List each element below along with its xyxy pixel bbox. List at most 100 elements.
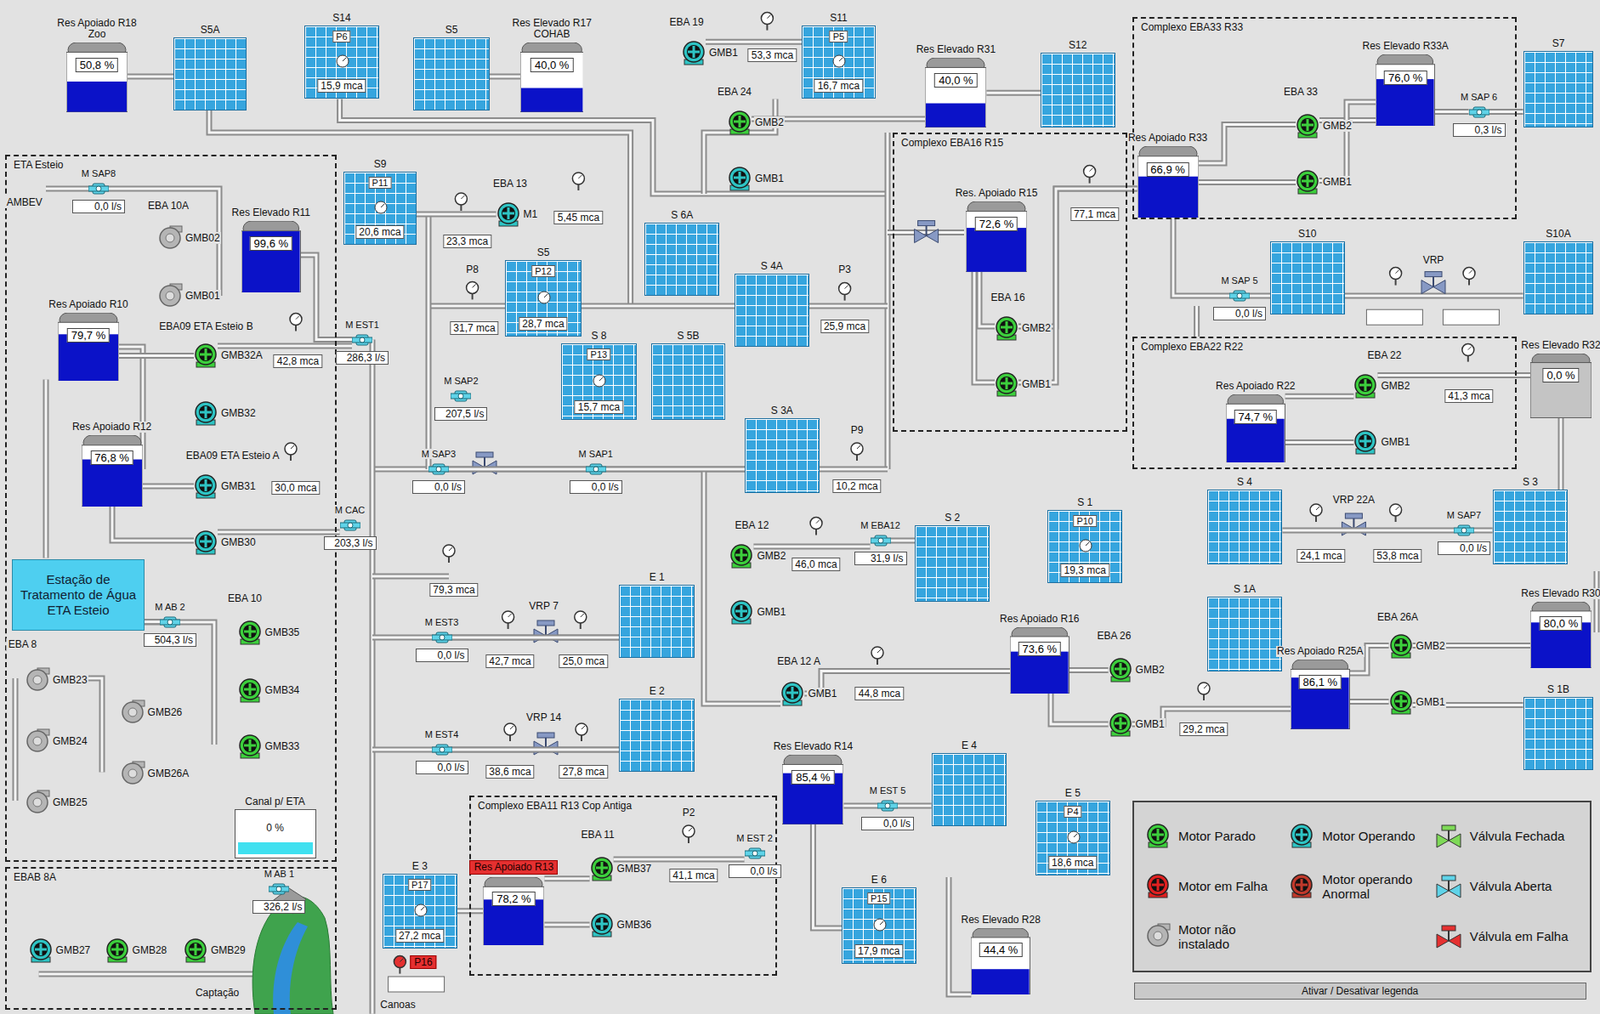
- sector-name: S 1: [1075, 496, 1095, 509]
- pipe: [1018, 188, 1138, 327]
- station-complex: Complexo EBA22 R22Res Apoiado R2274,7 %G…: [1132, 336, 1517, 470]
- pump-name: GMB2: [1321, 119, 1353, 132]
- pump-name: M1: [522, 208, 540, 221]
- pump: GMB2: [994, 316, 1019, 341]
- value-box: 5,45 mca: [554, 210, 603, 225]
- pipe-core: [1285, 441, 1355, 444]
- legend-swatch: [1434, 924, 1464, 950]
- pipe-core: [1018, 188, 1138, 327]
- gauge-tag: P12: [531, 265, 556, 278]
- pump: GMB26: [120, 700, 145, 725]
- pressure-value: 28,7 mca: [518, 317, 568, 331]
- pipe-core: [753, 545, 870, 549]
- pump-icon: [994, 316, 1019, 341]
- pump-icon: [238, 678, 262, 703]
- value-box: 23,3 mca: [442, 234, 492, 249]
- pump: GMB27: [28, 938, 53, 963]
- pipe: [448, 466, 586, 473]
- sector-name: E 3: [410, 860, 430, 873]
- gauge-tag: P4: [1063, 805, 1082, 818]
- value-box: 41,1 mca: [669, 868, 718, 883]
- pressure-gauge: [537, 290, 551, 305]
- pressure-gauge: [504, 723, 517, 742]
- flow-value: 31,9 l/s: [854, 551, 908, 566]
- empty-value-box: [388, 976, 445, 993]
- pump-icon: [28, 938, 53, 963]
- pipe: [1198, 124, 1296, 164]
- reservoir-tank: Res. Apoiado R1572,6 %: [965, 201, 1027, 273]
- pipe-core: [39, 902, 276, 975]
- station-label: VRP: [1421, 254, 1447, 267]
- pump-name: GMB1: [708, 46, 739, 59]
- sector-block: S 4A: [734, 273, 810, 347]
- pressure-gauge: [1390, 504, 1402, 522]
- pipe-core: [613, 858, 745, 862]
- sector-name: E 6: [869, 873, 889, 886]
- station-complex: Complexo EBA11 R13 Cop AntigaRes Apoiado…: [469, 795, 778, 976]
- sector-block: S 2: [914, 525, 990, 602]
- pump-icon: [238, 734, 262, 759]
- pipe: [372, 573, 449, 580]
- pipe: [416, 211, 497, 218]
- tank-shape: [1375, 54, 1436, 126]
- pump: GMB1: [727, 166, 752, 191]
- tank-name: Res Elevado R33A: [1361, 40, 1450, 52]
- value-box: 77,1 mca: [1070, 207, 1119, 222]
- pipe-connector: [1350, 701, 1390, 703]
- sector-block: S 1P1019,3 mca: [1047, 510, 1123, 584]
- value-box: 29,2 mca: [1179, 722, 1228, 737]
- pipe-connector: [606, 469, 745, 471]
- tank-shape: [924, 57, 987, 128]
- legend-swatch: [1434, 873, 1464, 900]
- station-label: EBA 10: [226, 592, 264, 605]
- pipe: [340, 98, 888, 194]
- pipe-core: [448, 468, 586, 471]
- meter-icon: [431, 629, 453, 647]
- pump-name: GMB32A: [220, 349, 264, 362]
- sector-block: S 5B: [651, 343, 727, 420]
- pipes: [15, 98, 1597, 1014]
- tank-shape: [482, 877, 545, 946]
- level-percent: 66,9 %: [1146, 162, 1189, 177]
- pump-name: GMB1: [1021, 378, 1052, 391]
- gauge-tag: P10: [1072, 515, 1097, 528]
- pump-name: GMB24: [51, 735, 89, 748]
- pipe-core: [544, 924, 590, 927]
- empty-value-box: [1366, 309, 1423, 325]
- pump: GMB23: [25, 668, 50, 693]
- meter-name: M EST1: [344, 319, 381, 330]
- pipe-core: [890, 539, 916, 543]
- tank-shape: [66, 42, 128, 113]
- legend-item: Válvula em Falha: [1434, 911, 1578, 962]
- pump-icon: [105, 938, 130, 963]
- meter-name: M CAC: [334, 504, 366, 516]
- pipe-connector: [1282, 530, 1454, 532]
- meter-name: M SAP 5: [1219, 275, 1259, 286]
- tank-name: Res Apoiado R25A: [1276, 646, 1365, 658]
- pipe-connector: [416, 214, 497, 216]
- pump-not-installed: [158, 226, 182, 250]
- sector-block: S10: [1270, 241, 1345, 314]
- pump-icon: [193, 401, 218, 426]
- pump-icon: [193, 343, 218, 368]
- level-percent: 50,8 %: [75, 57, 119, 73]
- flow-value: 0,3 l/s: [1452, 123, 1506, 137]
- pressure-gauge: [502, 611, 515, 630]
- pump-name: GMB35: [264, 626, 301, 639]
- meter-icon: [877, 797, 898, 815]
- tank-shape: [1530, 601, 1592, 669]
- sector-name: S 3A: [769, 404, 795, 417]
- pump-name: GMB26: [147, 706, 184, 719]
- tank-name: Res. Apoiado R15: [952, 187, 1041, 199]
- flow-meter: M EST 50,0 l/s: [877, 797, 898, 815]
- pipe: [1193, 306, 1200, 337]
- station-label: EBA 10A: [146, 199, 191, 212]
- tank-name: Res Elevado R14: [768, 741, 857, 753]
- pipe-core: [14, 678, 18, 801]
- flow-meter: M SAP80,0 l/s: [88, 180, 109, 198]
- pipe: [452, 635, 620, 642]
- pipe: [1285, 439, 1355, 446]
- legend-swatch: [1146, 924, 1170, 948]
- pipe-core: [1435, 110, 1470, 114]
- sector-block: E 4: [931, 753, 1008, 827]
